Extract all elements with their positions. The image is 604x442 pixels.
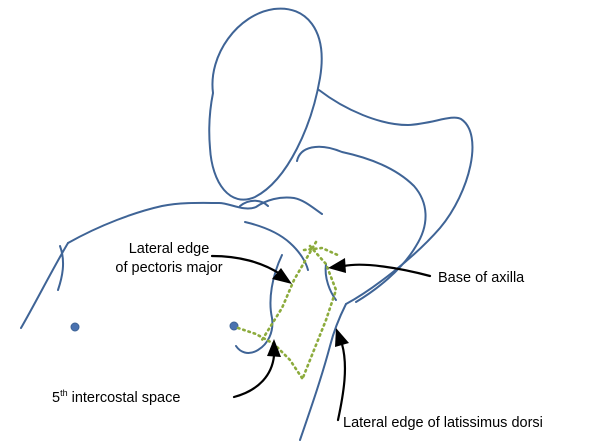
label-lateral-edge-latissimus-dorsi: Lateral edge of latissimus dorsi	[343, 414, 543, 433]
left-nipple-dot	[71, 323, 79, 331]
label-intercostal-number: 5	[52, 390, 60, 406]
arrow-intercostal	[234, 356, 274, 397]
label-5th-intercostal-space: 5th intercostal space	[52, 389, 180, 408]
label-pectoris-line1: Lateral edge	[129, 241, 210, 257]
label-intercostal-superscript: th	[60, 388, 68, 398]
label-base-of-axilla: Base of axilla	[438, 269, 524, 288]
right-nipple-dot	[230, 322, 238, 330]
pectoralis-margin-dotted	[262, 242, 316, 340]
label-pectoris-line2: of pectoris major	[115, 260, 222, 276]
arrow-latissimus-head	[335, 328, 349, 347]
arrow-base-axilla-head	[328, 258, 346, 273]
arrow-base-axilla	[344, 265, 430, 276]
arrow-latissimus	[338, 344, 345, 420]
left-torso-edge	[21, 243, 68, 328]
shoulder-chest-contour	[68, 197, 322, 243]
label-intercostal-text: intercostal space	[68, 390, 181, 406]
head-outline	[209, 9, 321, 200]
label-lateral-edge-pectoris-major: Lateral edge of pectoris major	[98, 240, 240, 278]
left-clavicle	[58, 246, 63, 290]
raised-arm-lower-edge	[297, 147, 426, 302]
